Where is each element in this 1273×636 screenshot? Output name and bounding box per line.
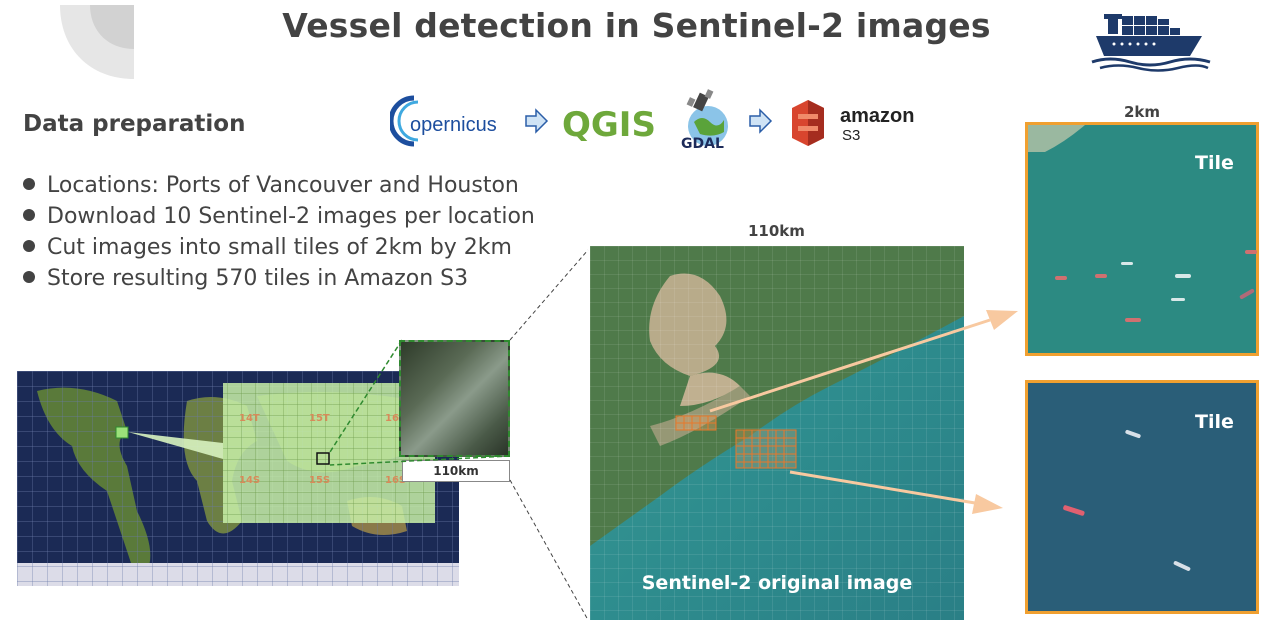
gdal-text: GDAL <box>681 136 724 152</box>
location-marker <box>115 426 129 439</box>
corner-shape-icon <box>60 5 134 79</box>
zone-label: 14S <box>239 475 260 486</box>
zone-label: 16S <box>385 475 406 486</box>
bullet-text: Store resulting 570 tiles in Amazon S3 <box>47 266 469 291</box>
tile-label: Tile <box>1195 411 1234 433</box>
copernicus-logo: opernicus <box>390 95 497 147</box>
zone-label: 14T <box>239 413 260 424</box>
bullet-dot-icon <box>23 240 35 252</box>
bullet-list: Locations: Ports of Vancouver and Housto… <box>23 170 535 294</box>
bullet-text: Cut images into small tiles of 2km by 2k… <box>47 235 512 260</box>
list-item: Store resulting 570 tiles in Amazon S3 <box>23 263 535 294</box>
tile-image-2 <box>1025 380 1259 614</box>
sentinel-inset <box>399 340 510 457</box>
list-item: Download 10 Sentinel-2 images per locati… <box>23 201 535 232</box>
bullet-dot-icon <box>23 271 35 283</box>
amazon-s3-logo: amazon S3 <box>792 100 914 146</box>
world-map: 14T 15T 16T 14S 15S 16S <box>17 371 459 586</box>
cargo-ship-icon <box>1091 14 1211 72</box>
bullet-text: Locations: Ports of Vancouver and Housto… <box>47 173 519 198</box>
tile-label: Tile <box>1195 152 1234 174</box>
page-title: Vessel detection in Sentinel-2 images <box>282 6 991 45</box>
bullet-text: Download 10 Sentinel-2 images per locati… <box>47 204 535 229</box>
zone-label: 15T <box>309 413 330 424</box>
tile-scale-label: 2km <box>1124 103 1161 121</box>
s3-text: S3 <box>842 127 860 144</box>
bullet-dot-icon <box>23 209 35 221</box>
tool-pipeline: opernicus QGIS GDAL amazon S3 <box>390 89 914 152</box>
list-item: Locations: Ports of Vancouver and Housto… <box>23 170 535 201</box>
bullet-dot-icon <box>23 178 35 190</box>
tile-image-1 <box>1025 122 1259 356</box>
sentinel-image <box>590 246 964 620</box>
world-scale-label: 110km <box>402 460 510 482</box>
copernicus-text: opernicus <box>410 114 497 136</box>
selected-zone-box <box>316 452 330 465</box>
qgis-text: QGIS <box>562 105 656 145</box>
zoom-line <box>509 479 589 621</box>
right-arrow-icon <box>749 108 773 134</box>
section-heading: Data preparation <box>23 111 246 137</box>
right-arrow-icon <box>525 108 549 134</box>
list-item: Cut images into small tiles of 2km by 2k… <box>23 232 535 263</box>
qgis-logo: QGIS <box>562 105 656 145</box>
sentinel-scale-label: 110km <box>748 222 805 240</box>
amazon-text: amazon <box>840 105 914 127</box>
gdal-logo: GDAL <box>681 89 728 152</box>
sentinel-caption: Sentinel-2 original image <box>641 572 913 594</box>
zone-label: 15S <box>309 475 330 486</box>
